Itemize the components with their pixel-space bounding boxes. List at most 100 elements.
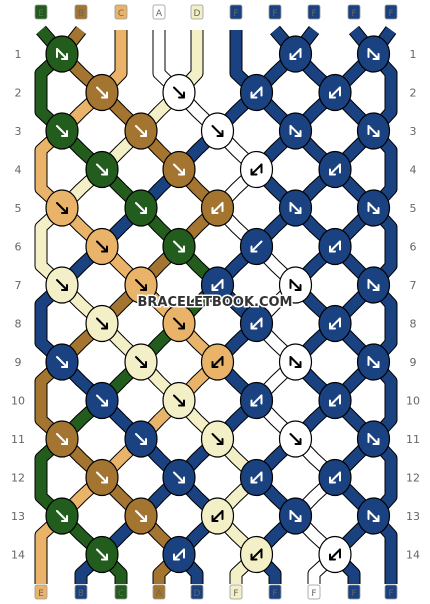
knot[interactable] [162, 227, 196, 266]
knot[interactable] [239, 458, 274, 497]
knot-direction-icon [289, 202, 302, 214]
knot[interactable] [162, 458, 196, 497]
strand-label-top: B [74, 4, 88, 20]
knot[interactable] [85, 458, 119, 497]
strand-letter: F [388, 9, 393, 19]
strand-label-bottom: F [347, 584, 361, 600]
knot[interactable] [356, 497, 391, 535]
strand-label-top: E [34, 4, 48, 20]
knot[interactable] [45, 189, 79, 227]
knot-direction-icon [135, 356, 147, 368]
knot[interactable] [278, 189, 313, 227]
knot[interactable] [200, 343, 235, 381]
row-number-right: 11 [406, 433, 420, 446]
strand-letter: F [272, 9, 277, 19]
knot[interactable] [200, 189, 235, 227]
knot[interactable] [45, 343, 79, 381]
strand-letter: B [78, 589, 84, 599]
knot[interactable] [85, 227, 119, 266]
knot-direction-icon [135, 202, 147, 214]
knot-direction-icon [56, 202, 68, 214]
strand-label-top: F [229, 4, 243, 20]
knot[interactable] [278, 343, 313, 381]
strand-label-top: A [152, 4, 166, 20]
knot[interactable] [356, 35, 391, 73]
knot[interactable] [356, 266, 391, 304]
knot-direction-icon [289, 433, 302, 445]
strand-letter: F [351, 589, 356, 599]
strand-letter: A [156, 589, 163, 599]
knot-direction-icon [135, 433, 147, 445]
strand-label-bottom: E [34, 584, 48, 600]
knot[interactable] [124, 497, 158, 535]
knot[interactable] [200, 497, 235, 535]
knot[interactable] [318, 73, 352, 112]
row-number-left: 12 [11, 472, 25, 485]
knot[interactable] [318, 304, 352, 343]
knot[interactable] [356, 343, 391, 381]
strand-label-top: F [347, 4, 361, 20]
knot[interactable] [162, 304, 196, 343]
knot[interactable] [162, 381, 196, 420]
knot[interactable] [45, 112, 79, 150]
knot[interactable] [85, 304, 119, 343]
knot-direction-icon [250, 240, 263, 253]
knot[interactable] [239, 381, 274, 420]
knot[interactable] [318, 535, 352, 574]
knot[interactable] [356, 189, 391, 227]
knot[interactable] [124, 112, 158, 150]
knot[interactable] [85, 150, 119, 189]
knot[interactable] [124, 420, 158, 458]
knot-direction-icon [329, 471, 341, 484]
row-number-left: 10 [11, 395, 25, 408]
knot[interactable] [45, 497, 79, 535]
strand-label-bottom: A [152, 584, 166, 600]
strand-label-bottom: F [384, 584, 398, 600]
knot[interactable] [162, 150, 196, 189]
row-number-right: 7 [410, 279, 417, 292]
knot[interactable] [318, 458, 352, 497]
strand-letter: F [388, 589, 393, 599]
knot[interactable] [318, 381, 352, 420]
knot[interactable] [200, 420, 235, 458]
knot-direction-icon [250, 163, 263, 176]
knot[interactable] [85, 535, 119, 574]
knot[interactable] [162, 73, 196, 112]
knot[interactable] [45, 420, 79, 458]
knot[interactable] [356, 420, 391, 458]
knot[interactable] [239, 304, 274, 343]
strand-label-bottom: B [74, 584, 88, 600]
knot[interactable] [200, 266, 235, 304]
knot-direction-icon [367, 125, 380, 137]
knot[interactable] [278, 266, 313, 304]
row-number-left: 14 [11, 549, 25, 562]
knot[interactable] [124, 343, 158, 381]
knot[interactable] [318, 227, 352, 266]
knot[interactable] [85, 73, 119, 112]
row-number-left: 13 [11, 510, 25, 523]
knot-direction-icon [250, 317, 263, 330]
knot-direction-icon [329, 317, 341, 330]
knot[interactable] [45, 35, 79, 73]
knot[interactable] [278, 112, 313, 150]
knot[interactable] [239, 73, 274, 112]
row-number-right: 4 [410, 164, 417, 177]
knot[interactable] [162, 535, 196, 574]
strand-label-top: D [190, 4, 204, 20]
knot[interactable] [45, 266, 79, 304]
knot[interactable] [239, 150, 274, 189]
knot[interactable] [278, 497, 313, 535]
knot[interactable] [124, 189, 158, 227]
row-number-right: 9 [410, 356, 417, 369]
knot[interactable] [356, 112, 391, 150]
knot[interactable] [85, 381, 119, 420]
knot[interactable] [200, 112, 235, 150]
knot[interactable] [318, 150, 352, 189]
strand-letter: F [311, 589, 316, 599]
knot[interactable] [278, 35, 313, 73]
knot[interactable] [278, 420, 313, 458]
knot[interactable] [239, 535, 274, 574]
knot[interactable] [239, 227, 274, 266]
knot[interactable] [124, 266, 158, 304]
